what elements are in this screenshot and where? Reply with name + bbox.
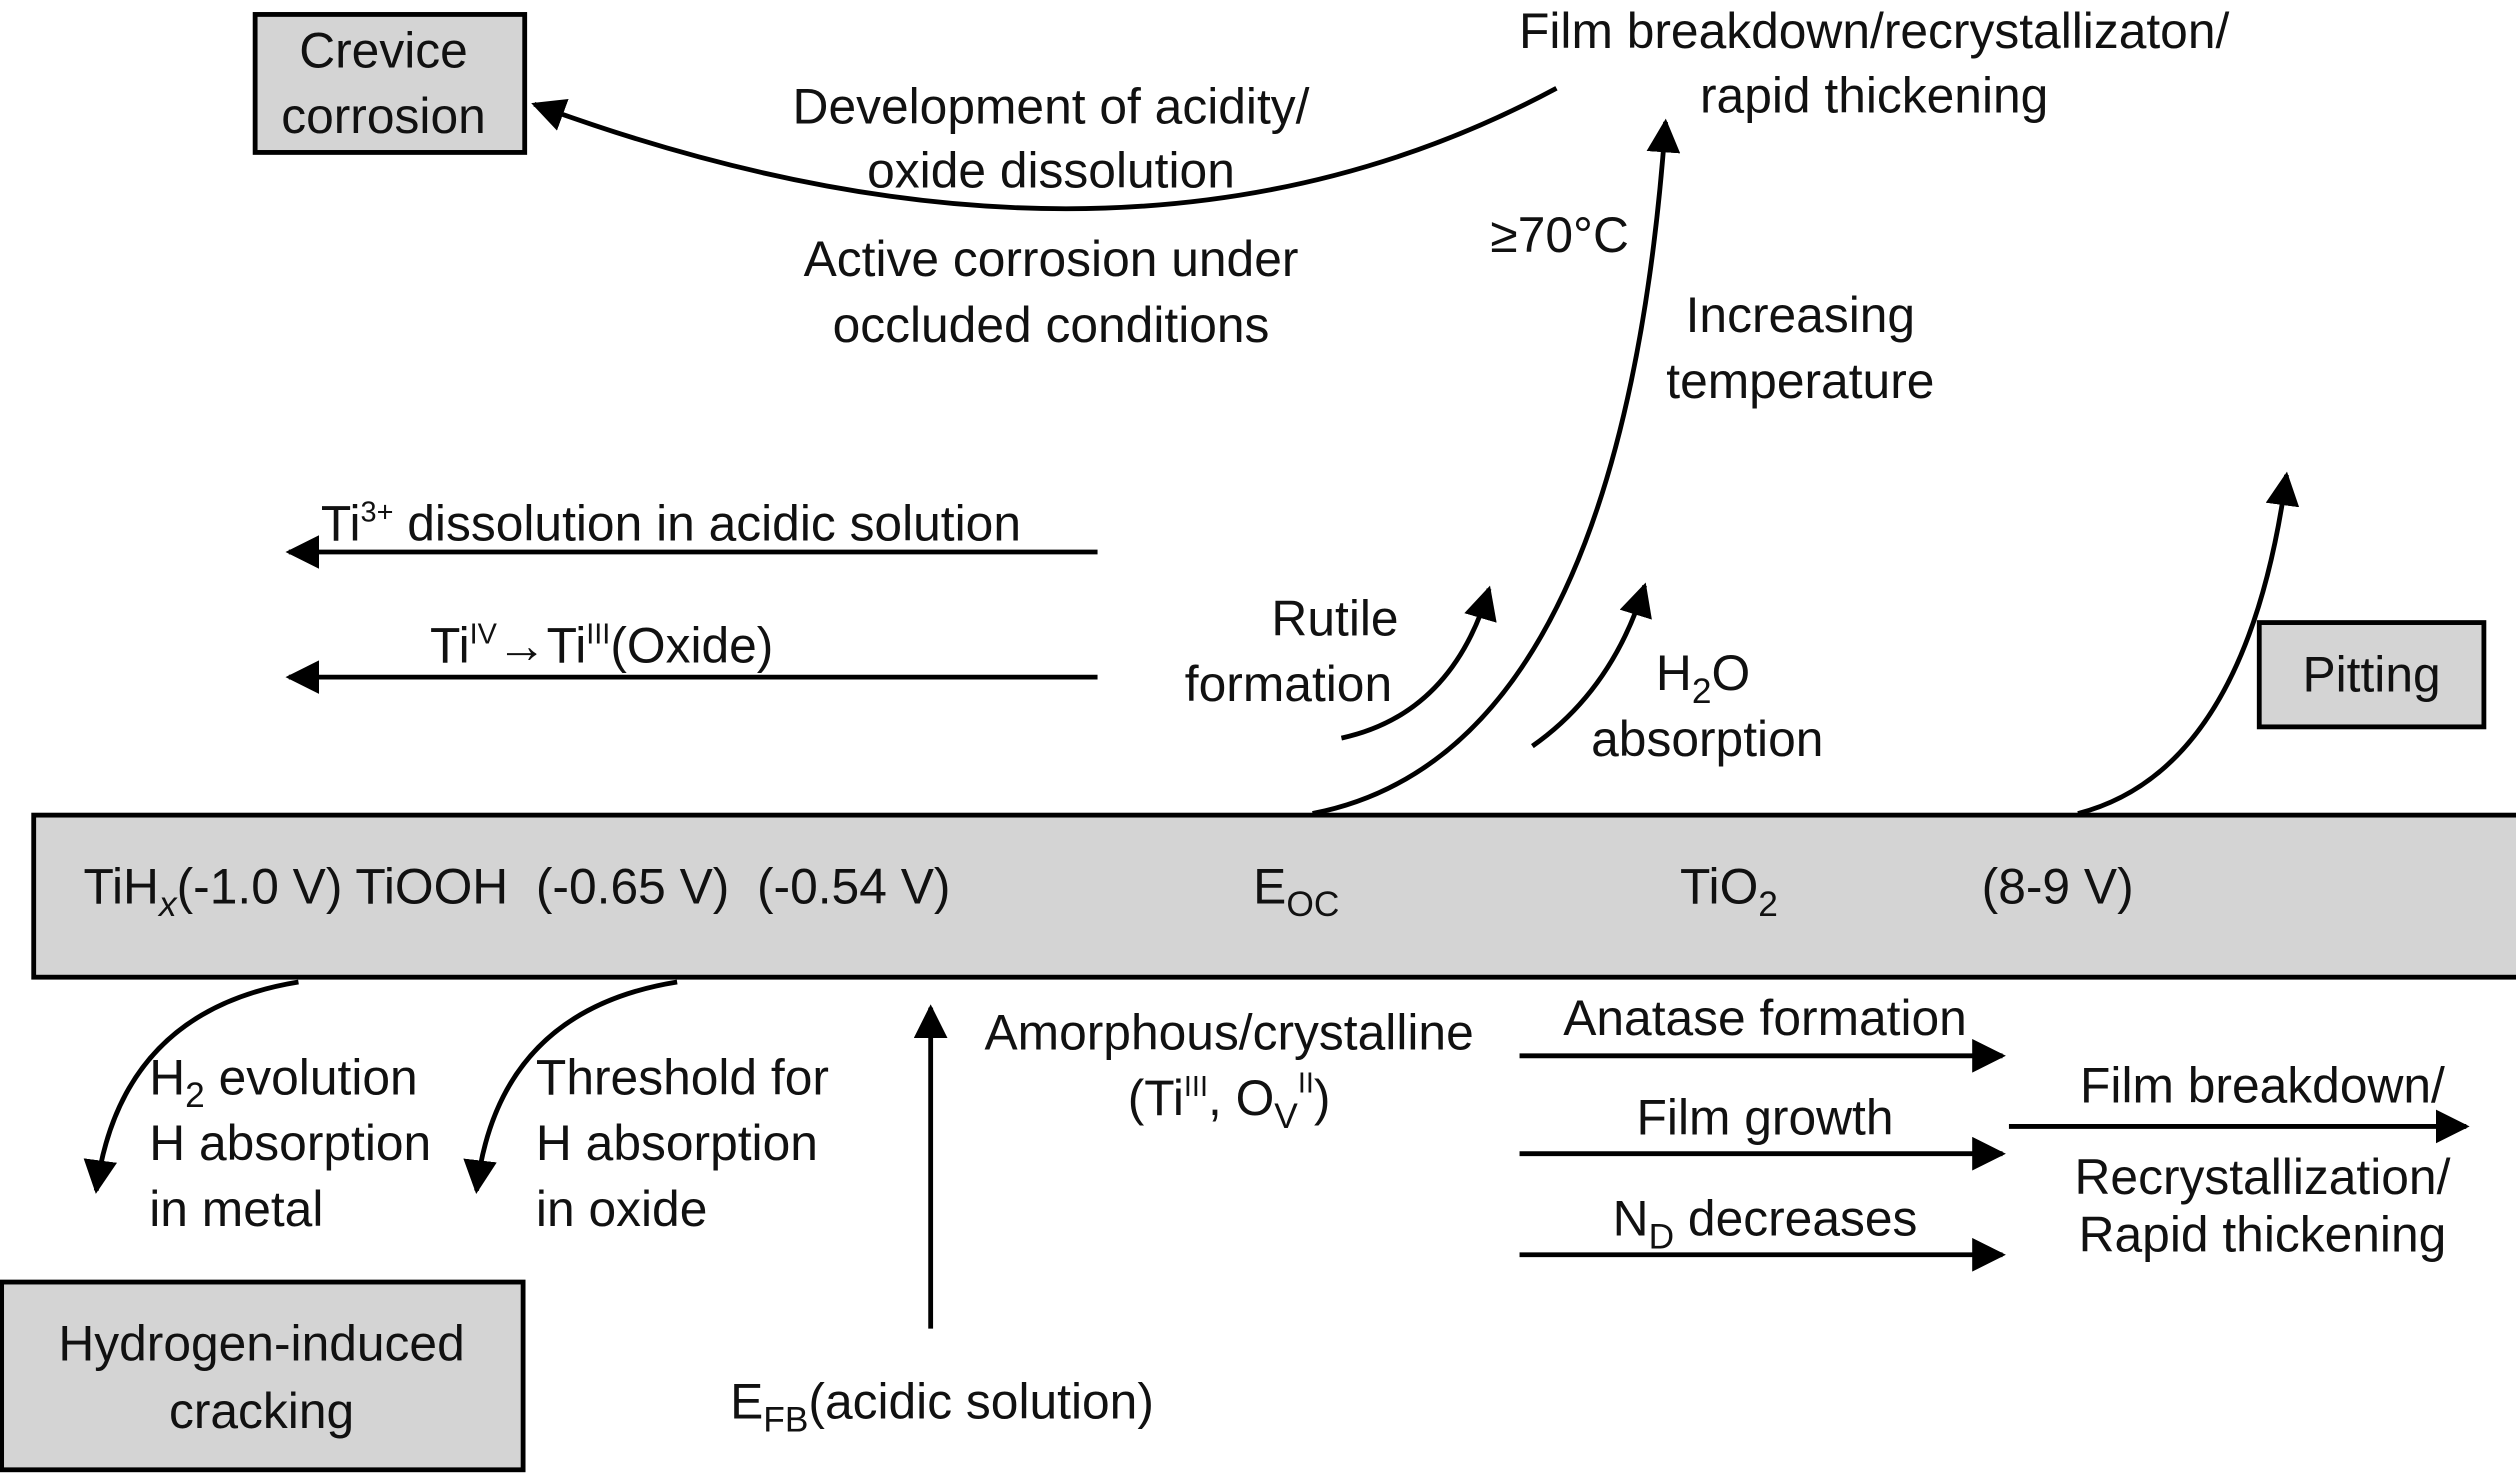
pitting-label: Pitting [2302,647,2440,703]
h2-evolution-arrow [83,979,299,1194]
bar-eoc: EOC [1253,858,1339,924]
crevice-label-2: corrosion [281,88,486,144]
rutile-arrow [1340,585,1497,741]
ti3-dissolution-label: Ti3+ dissolution in acidic solution [321,496,1021,552]
film-breakdown-label-1: Film breakdown/recrystallizaton/ [1519,3,2230,59]
breakdown-label-1: Film breakdown/ [2080,1057,2445,1113]
temperature-arrow [1312,118,1681,816]
ti-reduction-label: TiIV→TiIII(Oxide) [430,618,773,674]
hic-label-2: cracking [169,1383,354,1439]
defects-label: (TiIII, OVII) [1128,1068,1331,1136]
crevice-arrow [531,86,1558,212]
film-breakdown-label-2: rapid thickening [1700,67,2048,123]
increasing-label-2: temperature [1666,353,1934,409]
threshold-label-3: in oxide [536,1181,707,1237]
crevice-corrosion-box: Crevice corrosion [252,12,528,155]
hic-label-1: Hydrogen-induced [58,1316,464,1372]
h-absorption-label: H absorption [149,1115,431,1171]
rutile-label-1: Rutile [1271,590,1398,646]
threshold-label-1: Threshold for [536,1049,829,1105]
pitting-arrow [2077,471,2300,816]
pitting-box: Pitting [2256,620,2487,730]
active-corrosion-label-1: Active corrosion under [804,231,1299,287]
breakdown-label-3: Rapid thickening [2079,1207,2447,1263]
temperature-threshold: ≥70°C [1490,207,1628,263]
crevice-label-1: Crevice [299,22,468,78]
amorphous-label: Amorphous/crystalline [984,1004,1473,1060]
breakdown-label-2: Recrystallization/ [2075,1149,2451,1205]
efb-label: EFB(acidic solution) [730,1373,1154,1439]
rutile-label-2: formation [1185,656,1392,712]
in-metal-label: in metal [149,1181,323,1237]
increasing-label-1: Increasing [1686,287,1915,343]
absorption-label: absorption [1591,711,1823,767]
threshold-label-2: H absorption [536,1115,818,1171]
bar-tio2: TiO2 [1680,858,1778,924]
potential-bar: TiHx(-1.0 V) TiOOH (-0.65 V) (-0.54 V) E… [31,812,2516,980]
bar-high-potential: (8-9 V) [1982,858,2134,914]
anatase-label: Anatase formation [1563,990,1967,1046]
acidity-label-2: oxide dissolution [867,143,1235,199]
h2o-label: H2O [1656,645,1750,711]
h2-evolution-label: H2 evolution [149,1049,417,1115]
acidity-label-1: Development of acidity/ [793,79,1310,135]
hydrogen-cracking-box: Hydrogen-induced cracking [0,1279,526,1473]
bar-hydride-values: TiHx(-1.0 V) TiOOH (-0.65 V) (-0.54 V) [83,858,950,924]
h2o-absorption-arrow [1531,582,1652,749]
threshold-arrow [463,979,678,1194]
nd-decreases-label: ND decreases [1613,1191,1918,1257]
active-corrosion-label-2: occluded conditions [833,297,1270,353]
film-growth-label: Film growth [1637,1089,1894,1145]
